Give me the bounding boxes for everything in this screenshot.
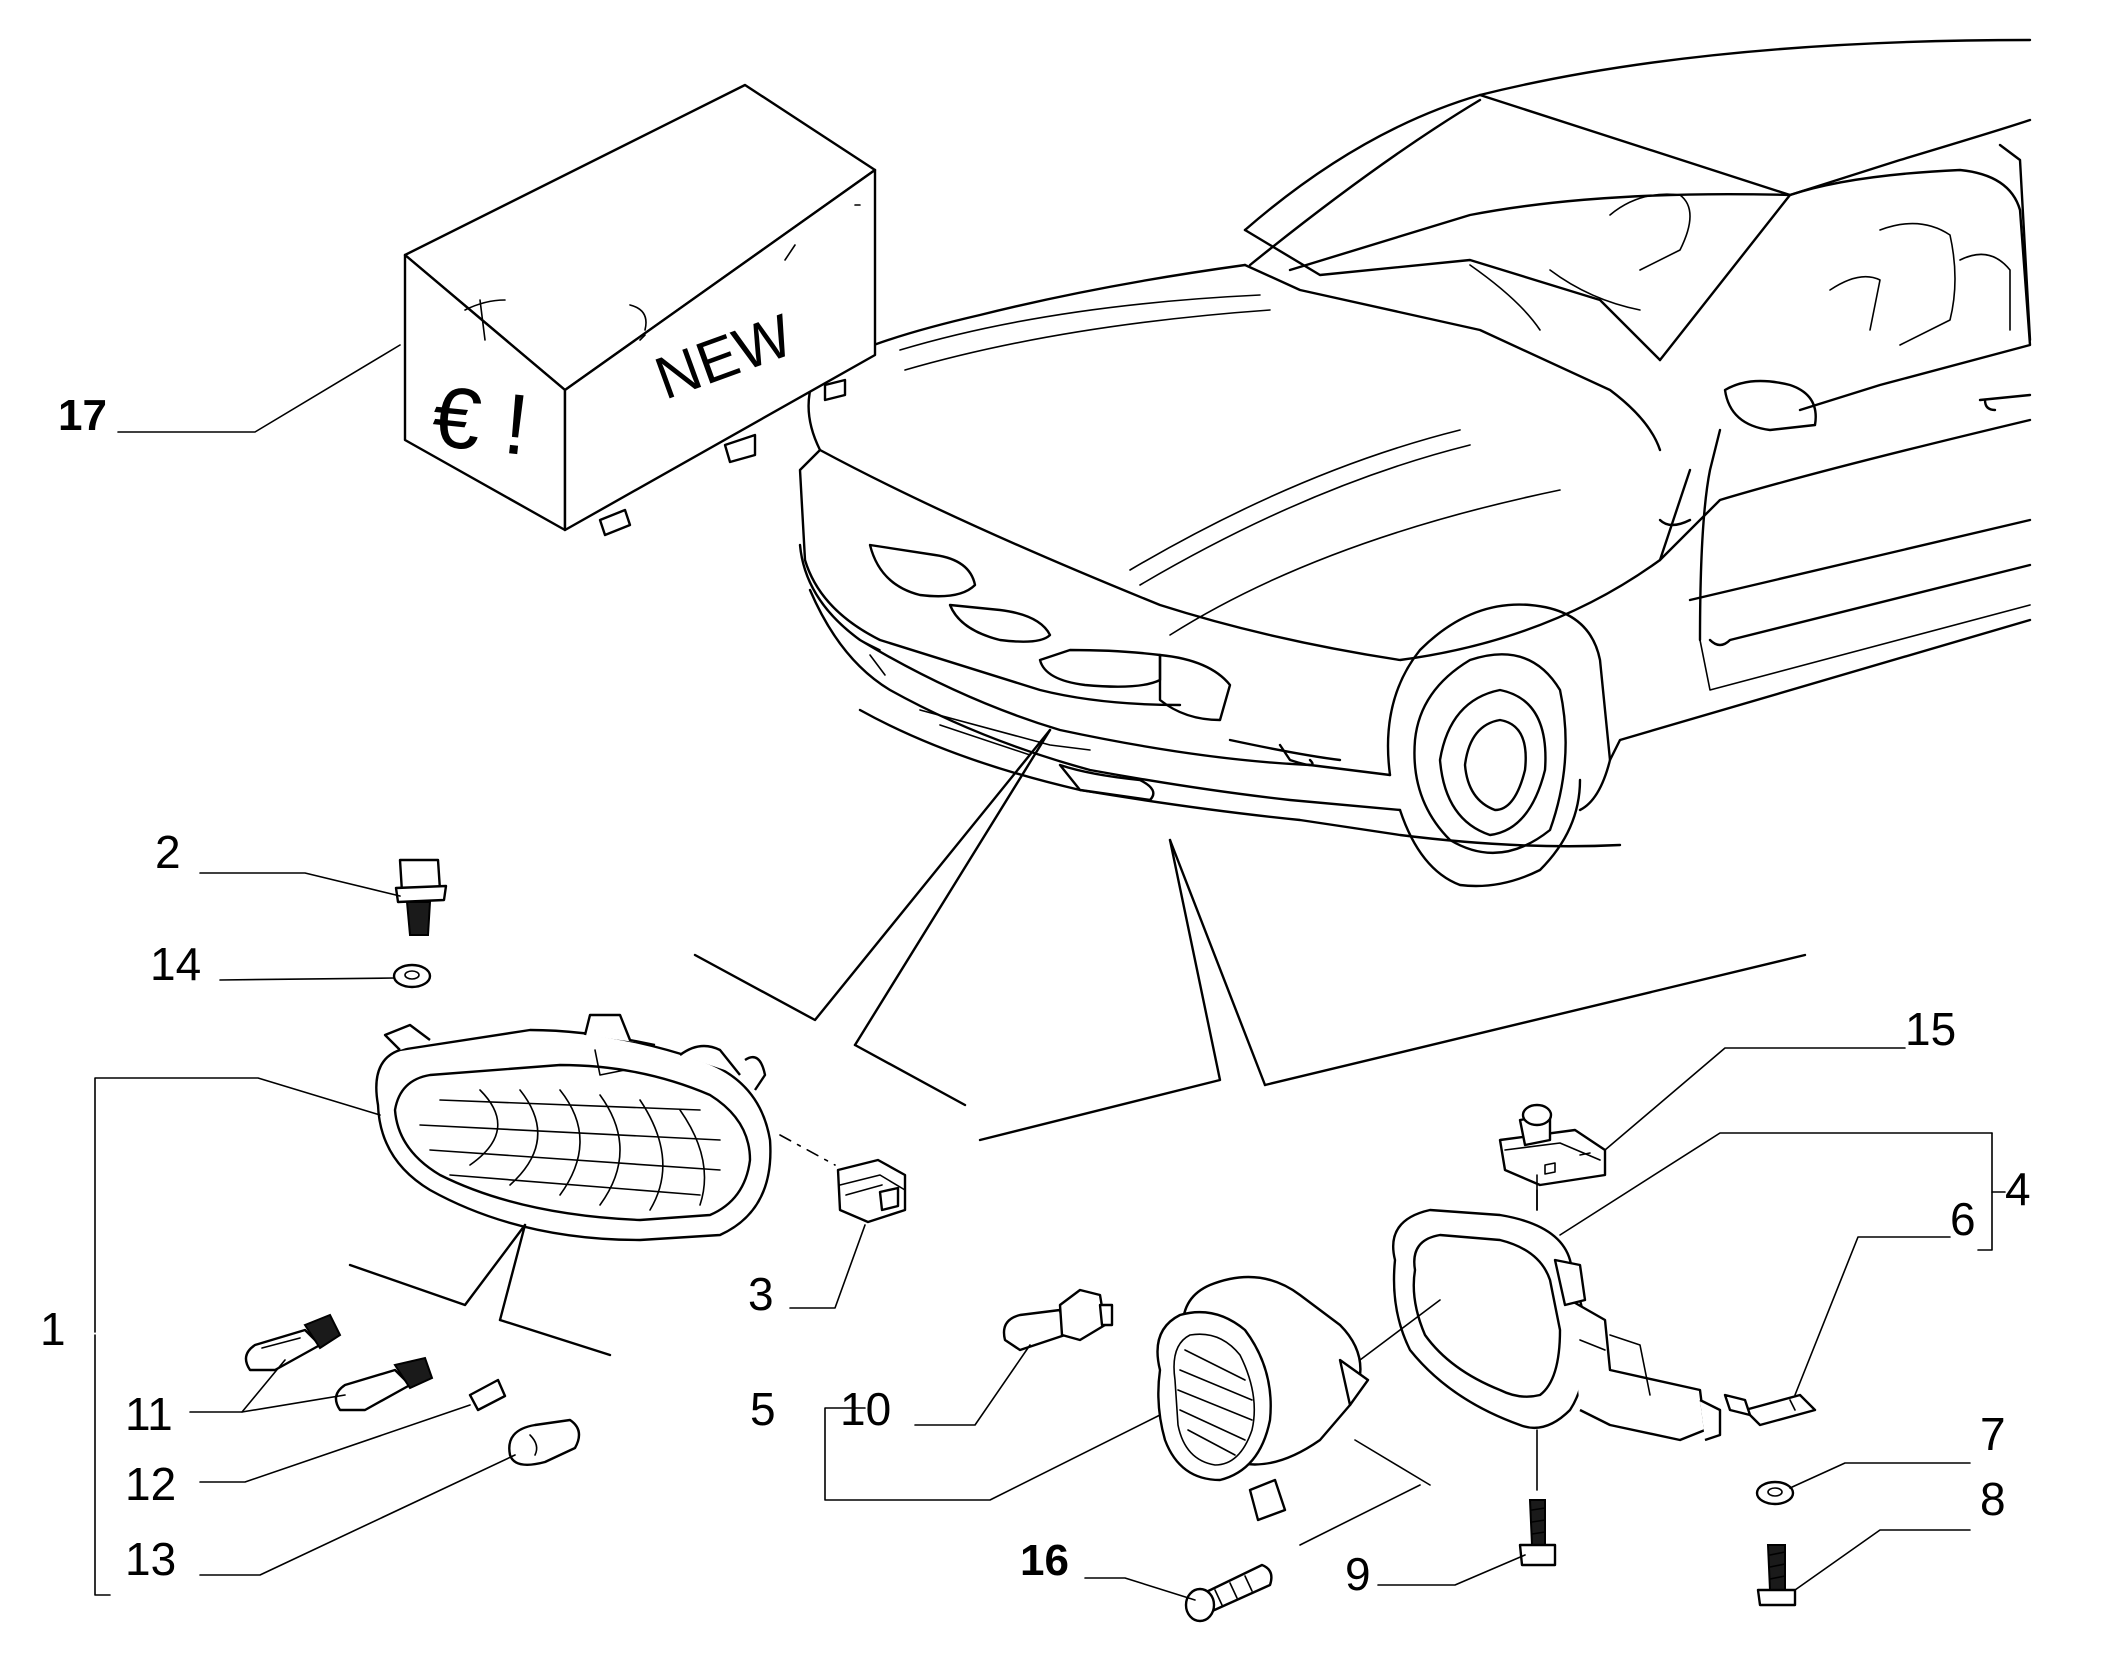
callout-12: 12 bbox=[125, 1458, 176, 1510]
fog-lamp-part-5 bbox=[1156, 1275, 1370, 1522]
callout-9: 9 bbox=[1345, 1548, 1371, 1600]
bulb-part-12 bbox=[468, 1378, 507, 1412]
headlamp-assembly bbox=[375, 1013, 772, 1242]
clip-part-15 bbox=[1498, 1103, 1607, 1187]
reference-lines bbox=[348, 728, 1807, 1546]
callout-11: 11 bbox=[125, 1388, 173, 1440]
callout-6: 6 bbox=[1950, 1193, 1976, 1245]
callout-4: 4 bbox=[2005, 1163, 2031, 1215]
screw-part-9 bbox=[1518, 1499, 1557, 1567]
callout-8: 8 bbox=[1980, 1473, 2006, 1525]
callout-10: 10 bbox=[840, 1383, 891, 1435]
nut-clip-part-6 bbox=[1723, 1393, 1817, 1427]
callout-3: 3 bbox=[748, 1268, 774, 1320]
callout-7: 7 bbox=[1980, 1408, 2006, 1460]
callout-15: 15 bbox=[1905, 1003, 1956, 1055]
fog-lamp-bracket-part-4 bbox=[1392, 1208, 1722, 1442]
callout-5: 5 bbox=[750, 1383, 776, 1435]
screw-part-8 bbox=[1756, 1544, 1797, 1607]
bolt-part-2 bbox=[394, 858, 448, 936]
dash-dot-line-3 bbox=[779, 1134, 836, 1166]
callout-1: 1 bbox=[40, 1303, 66, 1355]
callout-13: 13 bbox=[125, 1533, 176, 1585]
bulb-part-11a bbox=[244, 1313, 342, 1372]
washer-part-14-hole bbox=[404, 970, 420, 980]
grommet-part-3 bbox=[836, 1158, 907, 1224]
box-label-euro: € ! bbox=[428, 368, 533, 473]
callout-17: 17 bbox=[58, 391, 107, 440]
packaging-box: € ! NEW bbox=[403, 83, 877, 537]
washer-part-7 bbox=[1755, 1480, 1795, 1506]
washer-part-7-hole bbox=[1767, 1487, 1783, 1497]
bulb-part-11b bbox=[334, 1356, 434, 1412]
bulb-part-10 bbox=[1002, 1288, 1114, 1352]
callout-2: 2 bbox=[155, 826, 181, 878]
callout-14: 14 bbox=[150, 938, 201, 990]
callout-labels: 17 2 14 1 11 12 13 3 5 10 16 9 15 4 6 7 … bbox=[40, 391, 2031, 1600]
car-illustration bbox=[798, 38, 2032, 888]
leader-lines bbox=[94, 344, 2006, 1601]
washer-part-14 bbox=[392, 963, 432, 989]
callout-16: 16 bbox=[1020, 1536, 1069, 1585]
bolt-part-16 bbox=[1184, 1563, 1273, 1623]
bulb-part-13 bbox=[508, 1418, 581, 1466]
